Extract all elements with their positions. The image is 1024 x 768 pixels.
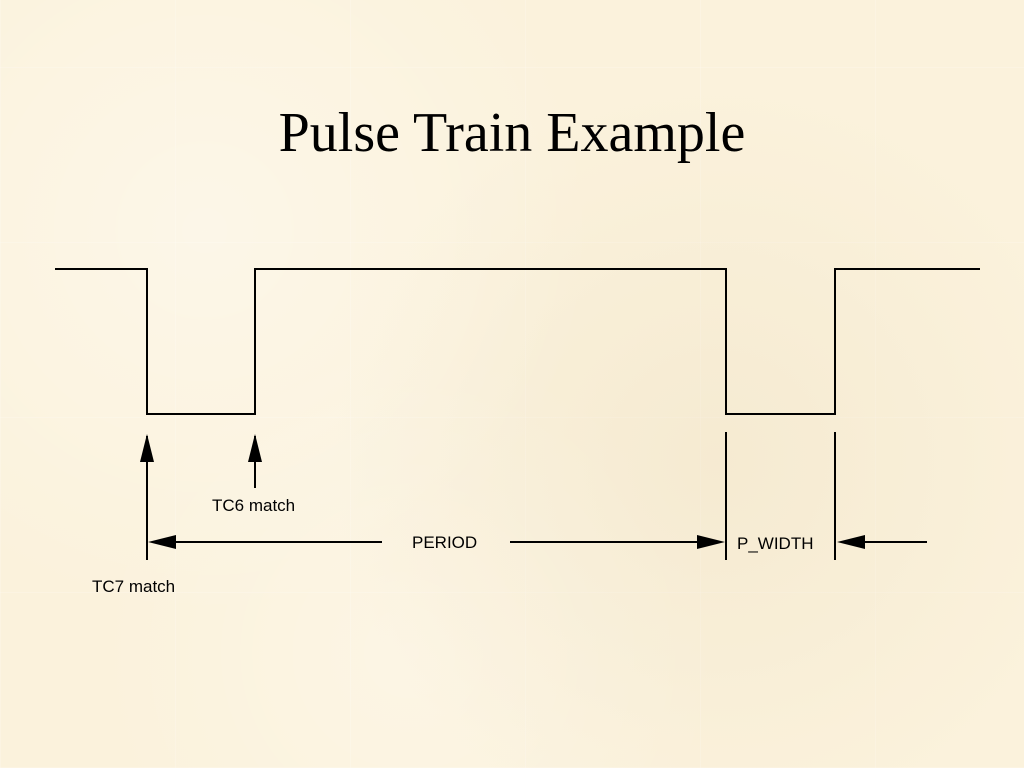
period-arrowhead-right (697, 535, 725, 549)
tc7-match-label: TC7 match (92, 577, 175, 596)
tc6-match-label: TC6 match (212, 496, 295, 515)
p-width-arrowhead (837, 535, 865, 549)
slide-title: Pulse Train Example (278, 102, 746, 164)
p-width-label: P_WIDTH (737, 534, 814, 553)
tc6-match-arrowhead (248, 434, 262, 462)
tc7-match-arrowhead (140, 434, 154, 462)
period-label: PERIOD (412, 533, 477, 552)
period-arrowhead-left (148, 535, 176, 549)
pulse-waveform (55, 268, 980, 415)
